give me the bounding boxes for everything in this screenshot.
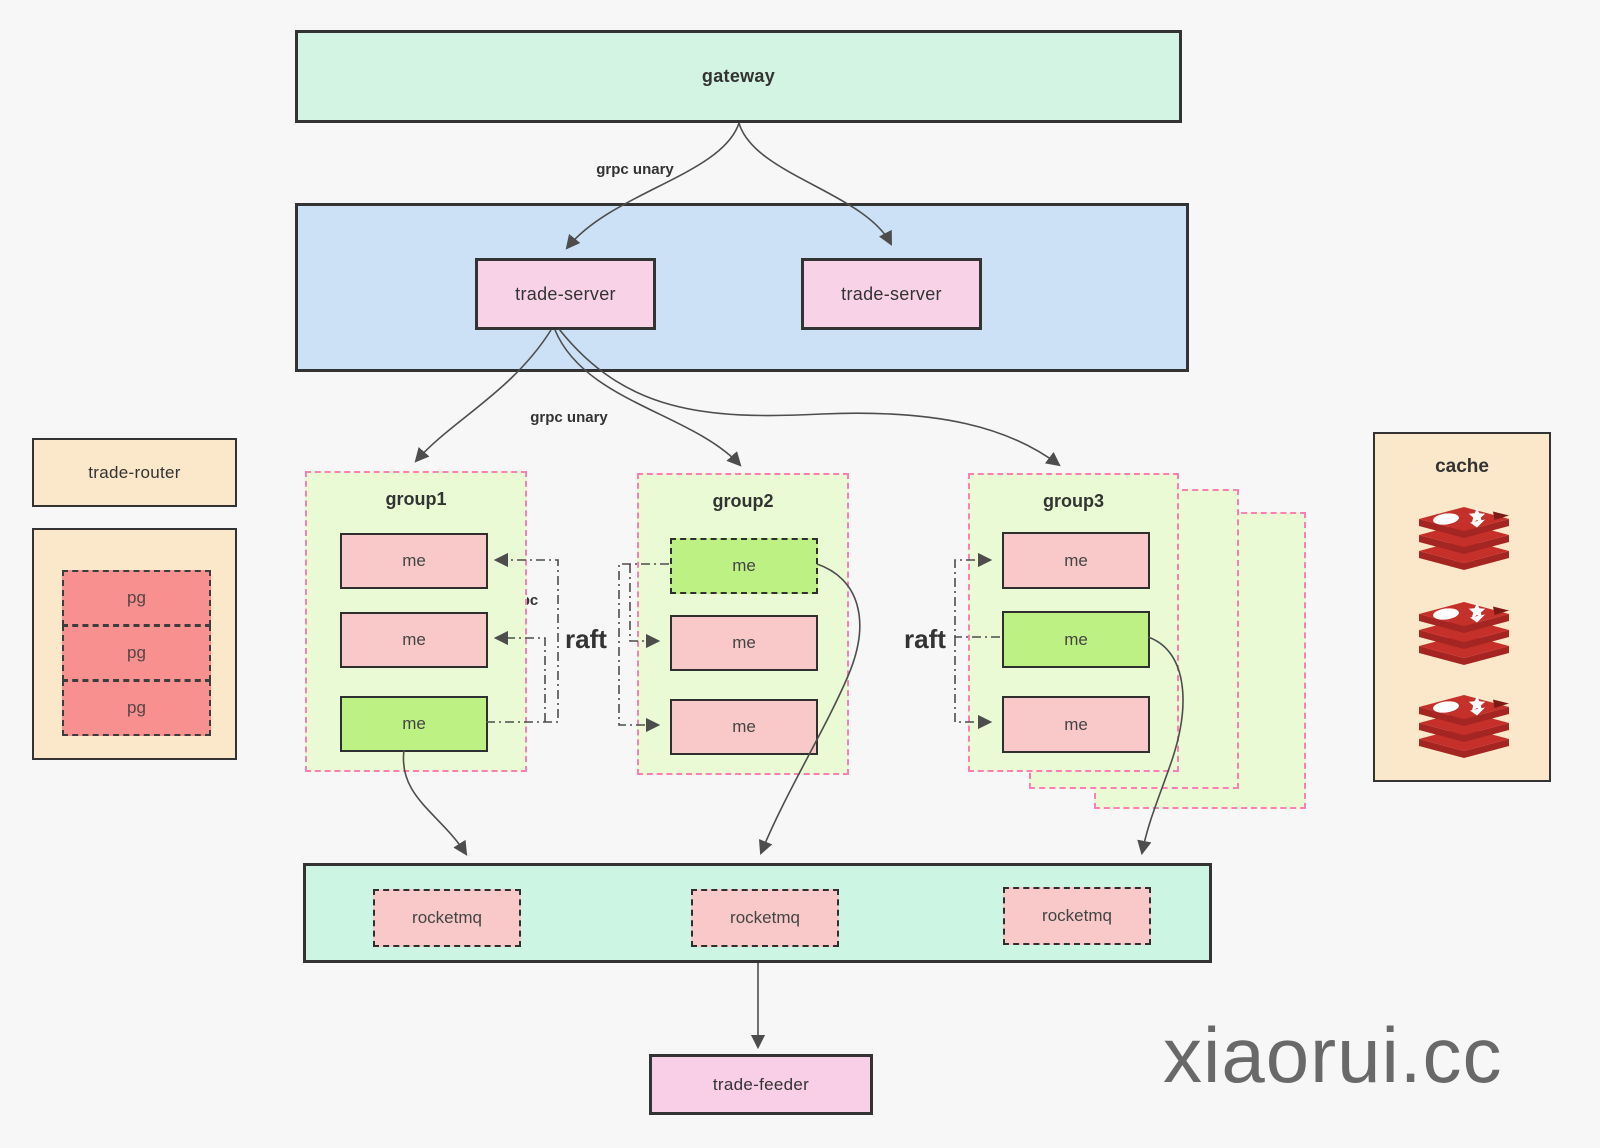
trade-server-2: trade-server (801, 258, 982, 330)
pg-node-1: pg (62, 570, 211, 626)
group1-me-leader: me (340, 696, 488, 752)
gateway-label: gateway (701, 66, 776, 86)
trade-server-1-label: trade-server (515, 283, 616, 304)
rocketmq-1: rocketmq (373, 889, 521, 947)
group3-me-1-label: me (1064, 550, 1088, 570)
trade-feeder-label: trade-feeder (712, 1074, 810, 1094)
pg-node-2-label: pg (127, 643, 146, 662)
group1-me-1: me (340, 533, 488, 589)
trade-server-1: trade-server (475, 258, 656, 330)
pg-node-3: pg (62, 680, 211, 736)
group3-me-3-label: me (1064, 714, 1088, 734)
group1-me-2-label: me (402, 630, 426, 649)
group2-me-leader-label: me (732, 556, 756, 575)
group3-me-3: me (1002, 696, 1150, 753)
rocketmq-2-label: rocketmq (730, 908, 800, 927)
pg-node-1-label: pg (127, 588, 146, 607)
trade-server-tier (295, 203, 1189, 372)
group2-me-3-label: me (732, 717, 756, 736)
group2-me-3: me (670, 699, 818, 755)
rocketmq-3-label: rocketmq (1042, 906, 1112, 925)
pg-node-3-label: pg (127, 698, 146, 717)
group1-me-1-label: me (402, 551, 426, 570)
group3-me-leader-label: me (1064, 629, 1088, 649)
redis-icon (1419, 507, 1509, 570)
raft-label-right: raft (904, 624, 946, 654)
group1-me-leader-label: me (402, 714, 426, 733)
watermark: xiaorui.cc (1163, 1011, 1503, 1099)
group1-box: group1 me me me (305, 471, 527, 772)
cache-label: cache (1435, 456, 1489, 477)
group2-me-2-label: me (732, 633, 756, 652)
cache-box: cache (1373, 432, 1551, 782)
redis-icon (1419, 695, 1509, 758)
group3-me-1: me (1002, 532, 1150, 589)
grpc-unary-label-mid: grpc unary (530, 409, 608, 426)
grpc-unary-label-top: grpc unary (596, 161, 674, 178)
group3-me-leader: me (1002, 611, 1150, 668)
group1-title: group1 (385, 489, 447, 509)
gateway-box: gateway (295, 30, 1182, 123)
rocketmq-2: rocketmq (691, 889, 839, 947)
trade-router-box: trade-router (32, 438, 237, 507)
group2-box: group2 me me me (637, 473, 849, 775)
trade-server-2-label: trade-server (841, 283, 942, 304)
pg-cluster-box: pg pg pg (32, 528, 237, 760)
group3-title: group3 (1043, 491, 1104, 511)
rocketmq-1-label: rocketmq (412, 908, 482, 927)
group2-title: group2 (712, 491, 774, 511)
redis-icon (1419, 602, 1509, 665)
rocketmq-3: rocketmq (1003, 887, 1151, 945)
group2-me-2: me (670, 615, 818, 671)
pg-node-2: pg (62, 625, 211, 681)
rocketmq-tier: rocketmq rocketmq rocketmq (303, 863, 1212, 963)
trade-feeder-box: trade-feeder (649, 1054, 873, 1115)
raft-label-left: raft (565, 624, 607, 654)
group1-me-2: me (340, 612, 488, 668)
group2-me-leader: me (670, 538, 818, 594)
group3-box: group3 me me me (968, 473, 1179, 772)
trade-router-label: trade-router (88, 462, 181, 482)
